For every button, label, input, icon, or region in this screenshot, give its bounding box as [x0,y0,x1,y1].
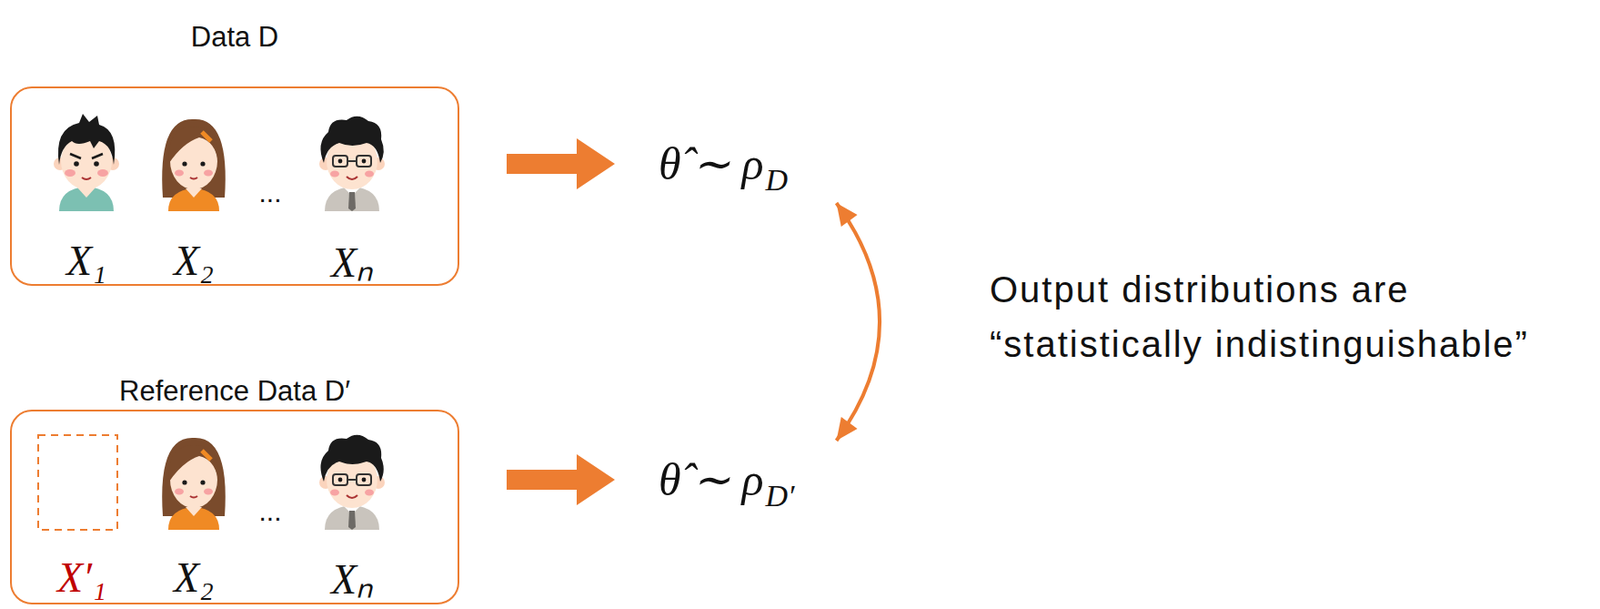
empty-slot [38,434,118,530]
ellipsis: ... [258,495,282,527]
formula-subscript: D′ [765,478,795,514]
variable-label: Xₙ [331,548,373,605]
variable-label: X₂ [173,553,214,602]
double-arrow [836,202,881,441]
person-icon [161,437,226,530]
arrow-head [836,202,858,227]
arrow-head [836,416,858,441]
variable-label: X₂ [173,236,214,285]
block-arrow [506,138,615,190]
block-arrow [506,453,615,505]
variable-label: Xₙ [331,231,373,289]
ellipsis: ... [258,177,282,209]
formula-subscript: D [765,162,789,198]
person-icon [53,113,120,212]
box-heading: Data D [191,20,279,54]
arrow-body [506,453,615,505]
person-icon [161,119,226,212]
output-formula: θ̂ ∼ ρD [653,133,794,194]
curved-line [836,202,881,441]
output-formula: θ̂ ∼ ρD′ [653,449,801,510]
formula-text: θ̂ ∼ ρ [658,137,765,191]
person-icon [319,434,385,530]
arrow-body [506,138,615,190]
variable-label: X₁ [66,236,107,285]
formula-text: θ̂ ∼ ρ [658,452,765,506]
person-icon [319,116,385,212]
edge-label: Output distributions are “statistically … [989,261,1536,372]
box-heading: Reference Data D′ [119,374,351,408]
variable-label: X′₁ [57,553,107,602]
